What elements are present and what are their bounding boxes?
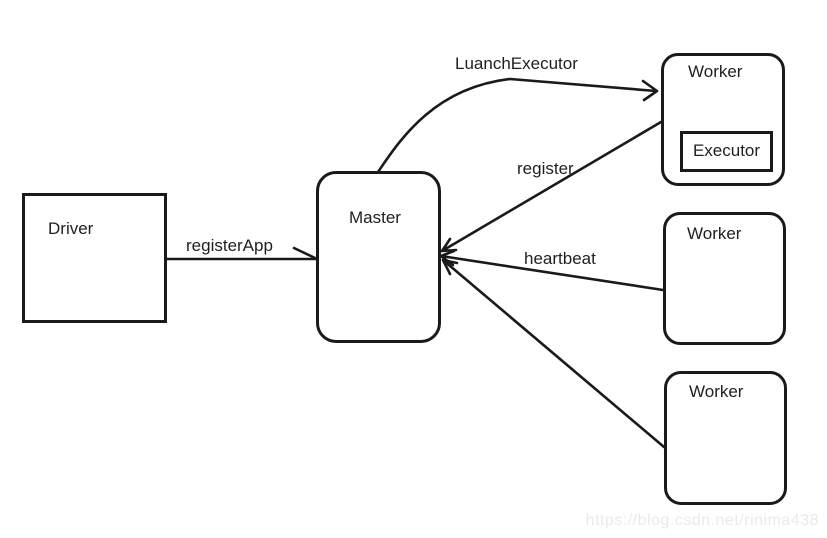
worker-bottom-arrowhead	[441, 258, 459, 276]
launch-executor-arrowhead	[641, 79, 659, 102]
worker-middle-node	[663, 212, 786, 345]
launch-executor-arrow	[376, 77, 658, 174]
register-app-edge-label: registerApp	[186, 236, 273, 255]
master-label: Master	[349, 208, 401, 227]
heartbeat-arrow	[439, 254, 665, 292]
worker-bottom-arrow	[441, 258, 666, 449]
heartbeat-edge-label: heartbeat	[524, 249, 596, 268]
launch-executor-edge-label: LuanchExecutor	[455, 54, 578, 73]
worker-bottom-node	[664, 371, 787, 505]
worker-bottom-label: Worker	[689, 382, 744, 401]
register-app-arrowhead	[292, 246, 317, 260]
register-arrow	[440, 120, 663, 253]
register-edge-label: register	[517, 159, 574, 178]
executor-node: Executor	[680, 131, 773, 172]
master-node	[316, 171, 441, 343]
worker-top-node: Executor	[661, 53, 785, 186]
watermark-url: https://blog.csdn.net/rinima438	[585, 512, 819, 529]
worker-top-label: Worker	[688, 62, 743, 81]
driver-node	[22, 193, 167, 323]
driver-label: Driver	[48, 219, 94, 238]
executor-label: Executor	[692, 141, 761, 161]
worker-middle-label: Worker	[687, 224, 742, 243]
